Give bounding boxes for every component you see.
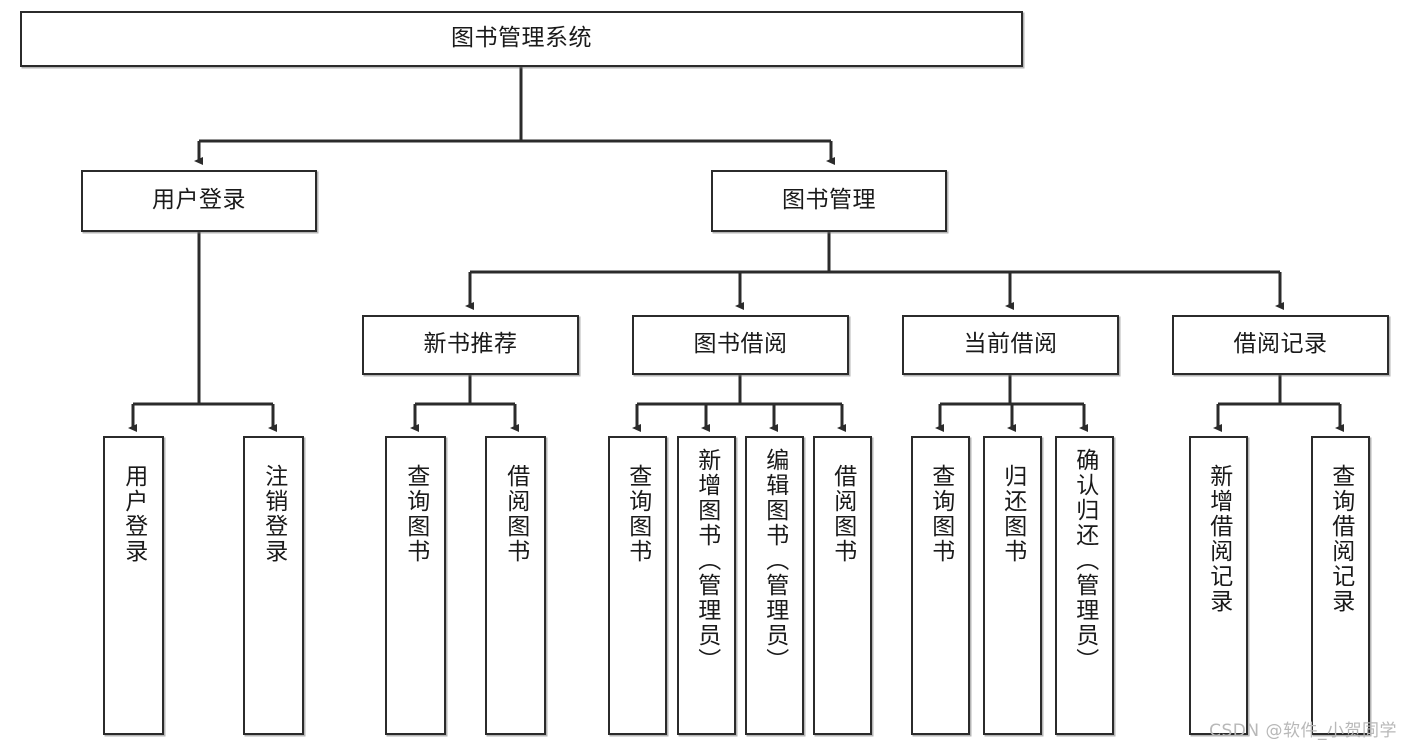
node-user-login[interactable]: 用户登录 xyxy=(81,170,317,232)
node-current-borrow[interactable]: 当前借阅 xyxy=(902,315,1119,375)
node-leaf-logout[interactable]: 注销登录 xyxy=(243,436,304,735)
node-leaf-add-record[interactable]: 新增借阅记录 xyxy=(1189,436,1248,735)
node-leaf-return-book-label: 归还图书 xyxy=(999,464,1026,564)
node-leaf-query-book-borrow[interactable]: 查询图书 xyxy=(608,436,667,735)
node-leaf-add-book-label: 新增图书（管理员） xyxy=(693,448,720,673)
node-borrow-record-label: 借阅记录 xyxy=(1233,331,1328,358)
node-leaf-confirm-return-label: 确认归还（管理员） xyxy=(1071,448,1098,673)
node-leaf-add-book[interactable]: 新增图书（管理员） xyxy=(677,436,736,735)
node-leaf-query-record-label: 查询借阅记录 xyxy=(1327,464,1354,614)
node-leaf-return-book[interactable]: 归还图书 xyxy=(983,436,1042,735)
node-leaf-user-login[interactable]: 用户登录 xyxy=(103,436,164,735)
node-leaf-add-record-label: 新增借阅记录 xyxy=(1205,464,1232,614)
node-leaf-query-book-current-label: 查询图书 xyxy=(927,464,954,564)
node-user-login-label: 用户登录 xyxy=(152,187,246,214)
node-new-book-rec[interactable]: 新书推荐 xyxy=(362,315,579,375)
node-book-manage-label: 图书管理 xyxy=(782,187,876,214)
node-book-manage[interactable]: 图书管理 xyxy=(711,170,947,232)
node-leaf-borrow-book-rec-label: 借阅图书 xyxy=(502,464,529,564)
node-book-borrow[interactable]: 图书借阅 xyxy=(632,315,849,375)
csdn-watermark: CSDN @软件_小贺同学 xyxy=(1209,721,1397,741)
node-leaf-query-book-current[interactable]: 查询图书 xyxy=(911,436,970,735)
node-current-borrow-label: 当前借阅 xyxy=(963,331,1058,358)
node-leaf-query-book-rec-label: 查询图书 xyxy=(402,464,429,564)
node-book-borrow-label: 图书借阅 xyxy=(693,331,788,358)
node-leaf-confirm-return[interactable]: 确认归还（管理员） xyxy=(1055,436,1114,735)
node-new-book-rec-label: 新书推荐 xyxy=(423,331,518,358)
node-root-label: 图书管理系统 xyxy=(451,25,592,52)
node-leaf-user-login-label: 用户登录 xyxy=(120,464,147,564)
node-leaf-borrow-book-label: 借阅图书 xyxy=(829,464,856,564)
node-root[interactable]: 图书管理系统 xyxy=(20,11,1023,67)
node-leaf-query-record[interactable]: 查询借阅记录 xyxy=(1311,436,1370,735)
node-leaf-borrow-book[interactable]: 借阅图书 xyxy=(813,436,872,735)
node-borrow-record[interactable]: 借阅记录 xyxy=(1172,315,1389,375)
node-leaf-borrow-book-rec[interactable]: 借阅图书 xyxy=(485,436,546,735)
node-leaf-edit-book[interactable]: 编辑图书（管理员） xyxy=(745,436,804,735)
node-leaf-query-book-rec[interactable]: 查询图书 xyxy=(385,436,446,735)
node-leaf-query-book-borrow-label: 查询图书 xyxy=(624,464,651,564)
node-leaf-edit-book-label: 编辑图书（管理员） xyxy=(761,448,788,673)
node-leaf-logout-label: 注销登录 xyxy=(260,464,287,564)
